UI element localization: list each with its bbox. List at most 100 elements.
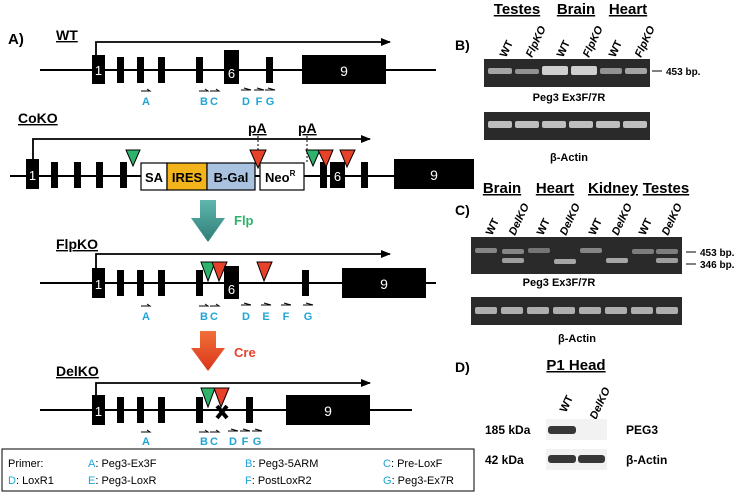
delko-exon-1 <box>92 395 105 425</box>
gel-c-caption-2: β-Actin <box>558 333 596 345</box>
wt-exon <box>137 57 144 83</box>
coko-exon-6 <box>330 162 345 188</box>
legend-box <box>1 448 475 492</box>
delko-exon <box>158 397 165 423</box>
wt-exon-1-label: 1 <box>95 63 102 78</box>
blot-band <box>578 455 605 463</box>
coko-transcription-arrow <box>32 135 371 160</box>
panel-d-label: D) <box>455 359 470 375</box>
coko-exon <box>96 162 103 188</box>
delko-exon-9-label: 9 <box>324 403 332 419</box>
panel-a-label: A) <box>8 31 24 48</box>
coko-exon-1 <box>26 159 39 189</box>
lane-label: WT <box>535 216 553 237</box>
delko-exon <box>196 397 203 423</box>
primer-mark-g: G <box>266 96 275 108</box>
coko-exon <box>361 162 368 188</box>
panel-c-label: C) <box>455 202 470 218</box>
size-label: 346 bp. <box>700 260 735 271</box>
primer-mark-f: F <box>242 436 249 448</box>
blot-d-bottom <box>546 449 607 470</box>
wt-title: WT <box>56 27 78 43</box>
primer-mark-d: D <box>242 96 250 108</box>
size-label: 453 bp. <box>666 67 701 78</box>
primer-mark-g: G <box>253 436 262 448</box>
primer-mark-c: C <box>210 311 218 323</box>
loxp-site-icon <box>256 261 273 283</box>
lane-label: WT <box>607 38 625 59</box>
legend-item-c: C: Pre-LoxF <box>383 458 443 470</box>
flpko-title: FlpKO <box>56 236 98 252</box>
gel-b-top-bands <box>488 66 647 75</box>
primer-mark-b: B <box>200 436 208 448</box>
primer-mark-a: A <box>142 96 150 108</box>
frt-site-icon <box>125 149 141 168</box>
delko-allele: DelKO 1 9 A B C D F G <box>40 363 412 448</box>
primer-mark-a: A <box>142 311 150 323</box>
delko-exon <box>246 397 253 423</box>
coko-exon-6-label: 6 <box>334 169 341 184</box>
kda-label: 185 kDa <box>485 423 531 437</box>
wt-transcription-arrow <box>95 38 391 56</box>
cre-arrow: Cre <box>191 331 256 371</box>
flpko-transcription-arrow <box>95 250 391 268</box>
panel-b-lane-labels: WT FlpKO WT FlpKO WT FlpKO <box>498 24 658 59</box>
lane-label: DelKO <box>610 201 635 237</box>
flpko-exon-9 <box>342 268 426 298</box>
delko-transcription-arrow <box>95 379 371 395</box>
pa-label-1: pA <box>248 120 267 136</box>
lane-label: WT <box>484 216 502 237</box>
primer-mark-b: B <box>200 311 208 323</box>
tissue-label: Kidney <box>588 180 639 197</box>
primer-mark-b: B <box>200 96 208 108</box>
ires-label: IRES <box>172 170 203 185</box>
sa-label: SA <box>145 170 164 185</box>
flpko-exon <box>137 270 144 296</box>
flpko-primer-arrows <box>141 302 314 307</box>
lane-label: WT <box>555 38 573 59</box>
flp-label: Flp <box>234 213 254 228</box>
primer-mark-g: G <box>304 311 313 323</box>
tissue-label: Testes <box>643 180 689 197</box>
wt-primer-arrows <box>141 87 276 92</box>
blot-d-top <box>546 419 607 440</box>
panel-c-header: Brain Heart Kidney Testes <box>483 180 689 197</box>
flpko-exon <box>158 270 165 296</box>
flpko-exon <box>196 270 203 296</box>
lane-label: FlpKO <box>524 24 549 59</box>
panel-b-header: Testes Brain Heart <box>494 1 647 18</box>
wt-exon-6-label: 6 <box>228 66 235 81</box>
flp-arrow: Flp <box>191 200 254 242</box>
delko-title: DelKO <box>56 363 99 379</box>
flpko-allele: FlpKO 1 6 9 A B C D E F G <box>40 236 436 323</box>
blot-band <box>548 455 576 463</box>
primer-mark-c: C <box>210 96 218 108</box>
flpko-exon <box>302 270 309 296</box>
coko-exon-9-label: 9 <box>430 167 438 183</box>
lane-label: WT <box>558 393 576 414</box>
kda-label: 42 kDa <box>485 453 524 467</box>
gel-b-caption-2: β-Actin <box>550 152 588 164</box>
wt-exon-9 <box>302 55 386 84</box>
ires-box <box>166 162 208 191</box>
legend-item-b: B: Peg3-5ARM <box>245 458 318 470</box>
loxp-site-icon <box>339 149 356 169</box>
delko-exon-9 <box>286 395 370 425</box>
panel-c-lane-labels: WT DelKO WT DelKO WT DelKO WT DelKO <box>484 201 685 237</box>
wt-exon <box>158 57 165 83</box>
delko-exon-1-label: 1 <box>95 404 102 419</box>
coko-title: CoKO <box>18 110 58 126</box>
panel-d-lane-labels: WT DelKO <box>558 385 613 421</box>
lane-label: WT <box>498 38 516 59</box>
bgal-label: B-Gal <box>214 170 249 185</box>
coko-exon <box>320 162 327 188</box>
primer-legend: Primer: A: Peg3-Ex3F B: Peg3-5ARM C: Pre… <box>1 448 475 492</box>
size-label: 453 bp. <box>700 248 735 259</box>
deletion-x-icon <box>215 404 229 420</box>
lane-label: WT <box>637 216 655 237</box>
tissue-label: Heart <box>609 1 647 18</box>
primer-mark-e: E <box>262 311 269 323</box>
neo-box <box>259 162 305 191</box>
legend-item-a: A: Peg3-Ex3F <box>88 458 157 470</box>
